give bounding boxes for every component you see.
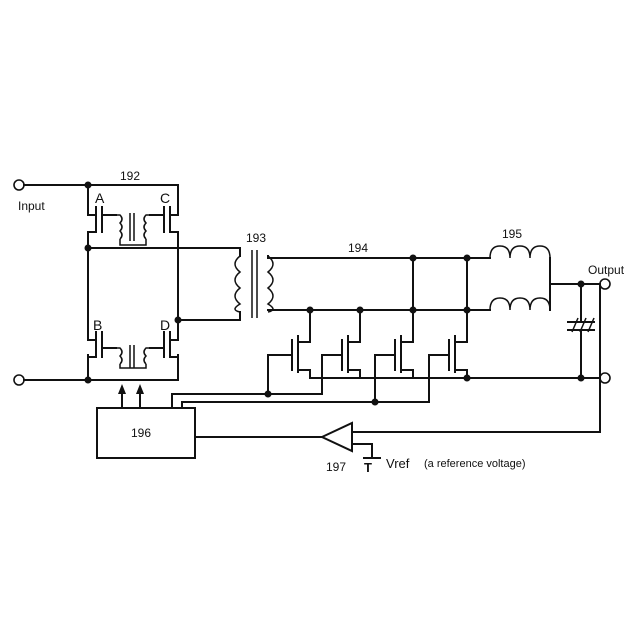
input-terminal-top (14, 180, 24, 190)
comparator-ref-label: 197 (326, 460, 346, 474)
mosfet-3 (375, 258, 413, 378)
comparator-triangle (322, 423, 352, 451)
vref-label: Vref (386, 456, 410, 471)
switch-a (88, 207, 116, 248)
output-label: Output (588, 263, 625, 277)
input-bottom-rail (14, 355, 178, 385)
output-terminal-top (600, 279, 610, 289)
mosfet-1 (268, 310, 310, 378)
input-terminal-bottom (14, 375, 24, 385)
comparator-197: 197 T Vref (a reference voltage) (322, 423, 526, 475)
vref-note: (a reference voltage) (424, 458, 526, 470)
controller-196: 196 (97, 384, 429, 458)
inductor-ref-label: 195 (502, 227, 522, 241)
main-transformer-193: 193 (88, 231, 273, 320)
mosfet-4 (429, 258, 467, 378)
ground-symbol-label: T (364, 460, 372, 475)
output-terminal-bottom (600, 373, 610, 383)
switch-c (150, 207, 178, 248)
switch-c-label: C (160, 190, 170, 206)
output-inductors-195: 195 (490, 227, 600, 310)
switch-a-label: A (95, 190, 105, 206)
output-stage: Output (352, 263, 625, 432)
input-label: Input (18, 199, 45, 213)
gate-transformer-top (116, 213, 150, 245)
bridge-ref-label: 192 (120, 169, 140, 183)
switch-d-label: D (160, 317, 170, 333)
rectifier-ref-label: 194 (348, 241, 368, 255)
mosfet-2 (322, 310, 360, 378)
gate-transformer-bottom (116, 345, 150, 368)
full-bridge-192: 192 A C B D Input (18, 169, 182, 380)
transformer-ref-label: 193 (246, 231, 266, 245)
switch-b-label: B (93, 317, 102, 333)
controller-ref-label: 196 (131, 426, 151, 440)
